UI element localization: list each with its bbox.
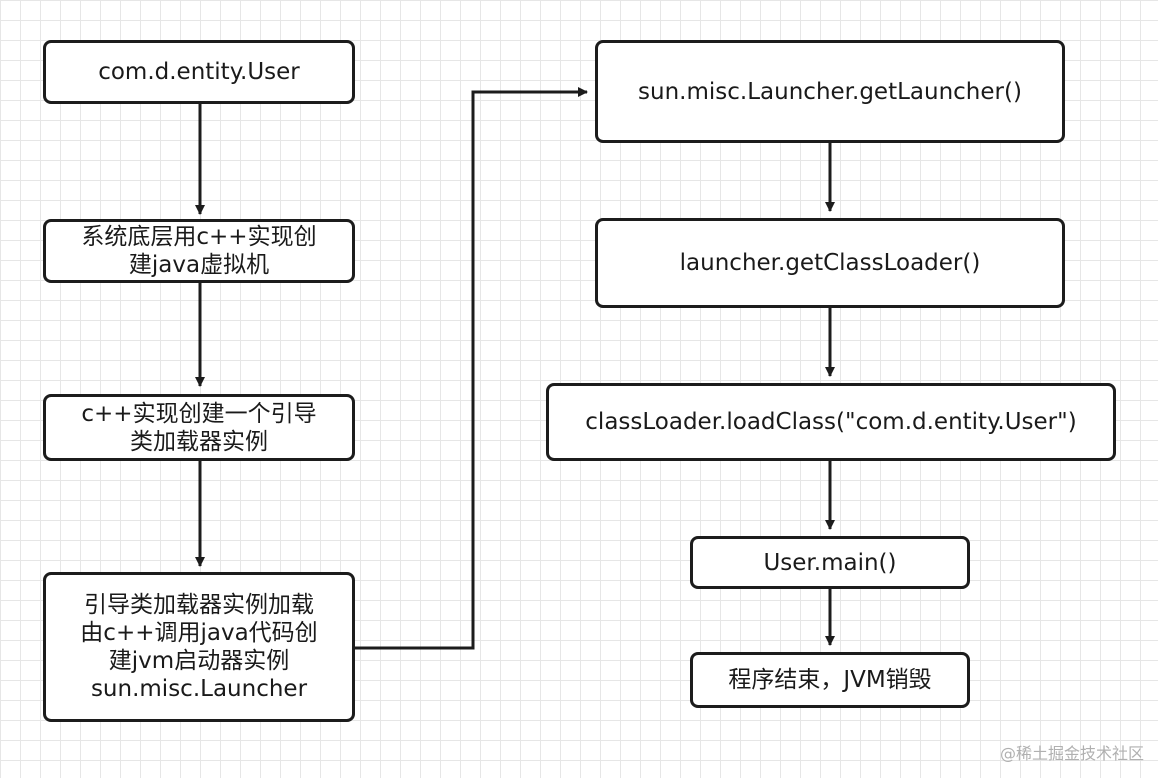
node-load-class: classLoader.loadClass("com.d.entity.User… (546, 383, 1116, 461)
node-get-class-loader: launcher.getClassLoader() (595, 218, 1065, 308)
node-user-class: com.d.entity.User (43, 40, 355, 104)
node-cpp-bootstrap: c++实现创建一个引导 类加载器实例 (43, 394, 355, 461)
node-cpp-create-jvm: 系统底层用c++实现创 建java虚拟机 (43, 219, 355, 283)
node-label: 程序结束，JVM销毁 (728, 667, 932, 693)
node-label: com.d.entity.User (98, 59, 300, 85)
node-user-main: User.main() (690, 536, 970, 589)
node-label: User.main() (763, 549, 897, 576)
watermark: @稀土掘金技术社区 (1000, 740, 1144, 764)
node-label: launcher.getClassLoader() (679, 250, 981, 276)
node-label: c++实现创建一个引导 类加载器实例 (81, 400, 317, 455)
node-bootstrap-load-launcher: 引导类加载器实例加载 由c++调用java代码创 建jvm启动器实例 sun.m… (43, 572, 355, 722)
edge-bootstrap-load-launcher-to-get-launcher (355, 87, 588, 650)
node-program-end: 程序结束，JVM销毁 (690, 652, 970, 708)
node-label: classLoader.loadClass("com.d.entity.User… (585, 409, 1077, 435)
node-label: 引导类加载器实例加载 由c++调用java代码创 建jvm启动器实例 sun.m… (80, 592, 318, 702)
watermark-text: @稀土掘金技术社区 (999, 744, 1144, 763)
node-label: sun.misc.Launcher.getLauncher() (638, 78, 1022, 105)
node-get-launcher: sun.misc.Launcher.getLauncher() (595, 40, 1065, 143)
node-label: 系统底层用c++实现创 建java虚拟机 (81, 224, 317, 278)
